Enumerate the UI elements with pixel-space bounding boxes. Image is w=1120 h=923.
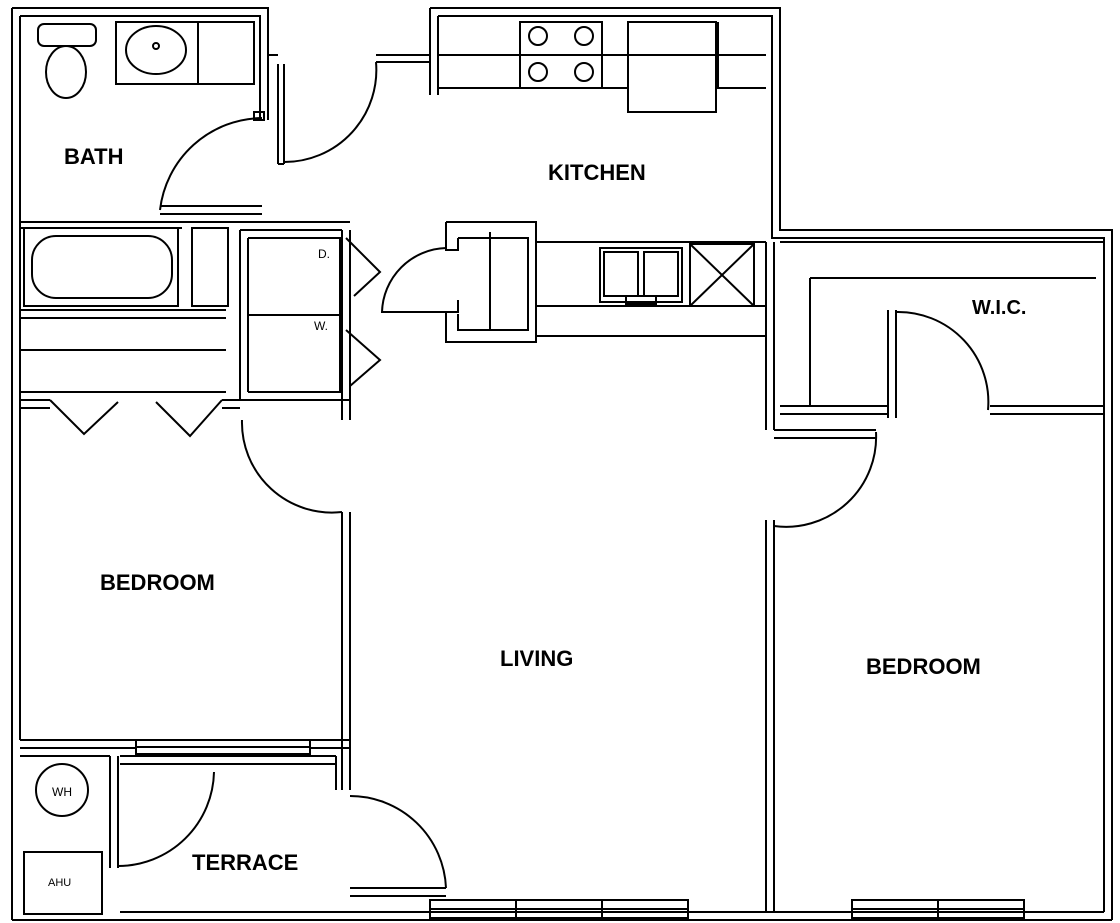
water-heater-label: WH	[52, 785, 72, 799]
room-label-wic: W.I.C.	[972, 297, 1026, 319]
air-handler	[23, 851, 103, 915]
vanity	[115, 21, 255, 85]
sink-basin	[125, 25, 187, 75]
water-heater	[35, 763, 89, 817]
refrigerator	[627, 21, 717, 113]
toilet-bowl	[45, 45, 87, 99]
kitchen-sink	[599, 247, 683, 303]
fixture-labels: D. W. WH AHU	[48, 247, 330, 889]
room-label-kitchen: KITCHEN	[548, 160, 646, 185]
dishwasher	[689, 243, 755, 307]
washer-label: W.	[314, 319, 328, 333]
fixtures	[23, 21, 766, 915]
dryer-label: D.	[318, 247, 330, 261]
room-label-bath: BATH	[64, 144, 123, 169]
windows	[135, 739, 1025, 919]
toilet-tank	[37, 23, 97, 47]
air-handler-label: AHU	[48, 877, 71, 889]
room-label-living: LIVING	[500, 646, 573, 671]
exterior-walls	[11, 7, 1113, 921]
room-label-bedroom-right: BEDROOM	[866, 654, 981, 679]
room-label-bedroom-left: BEDROOM	[100, 570, 215, 595]
doors	[49, 61, 990, 897]
room-labels: BATH KITCHEN W.I.C. BEDROOM LIVING BEDRO…	[64, 144, 1026, 875]
bathtub	[23, 227, 179, 307]
room-label-terrace: TERRACE	[192, 850, 298, 875]
